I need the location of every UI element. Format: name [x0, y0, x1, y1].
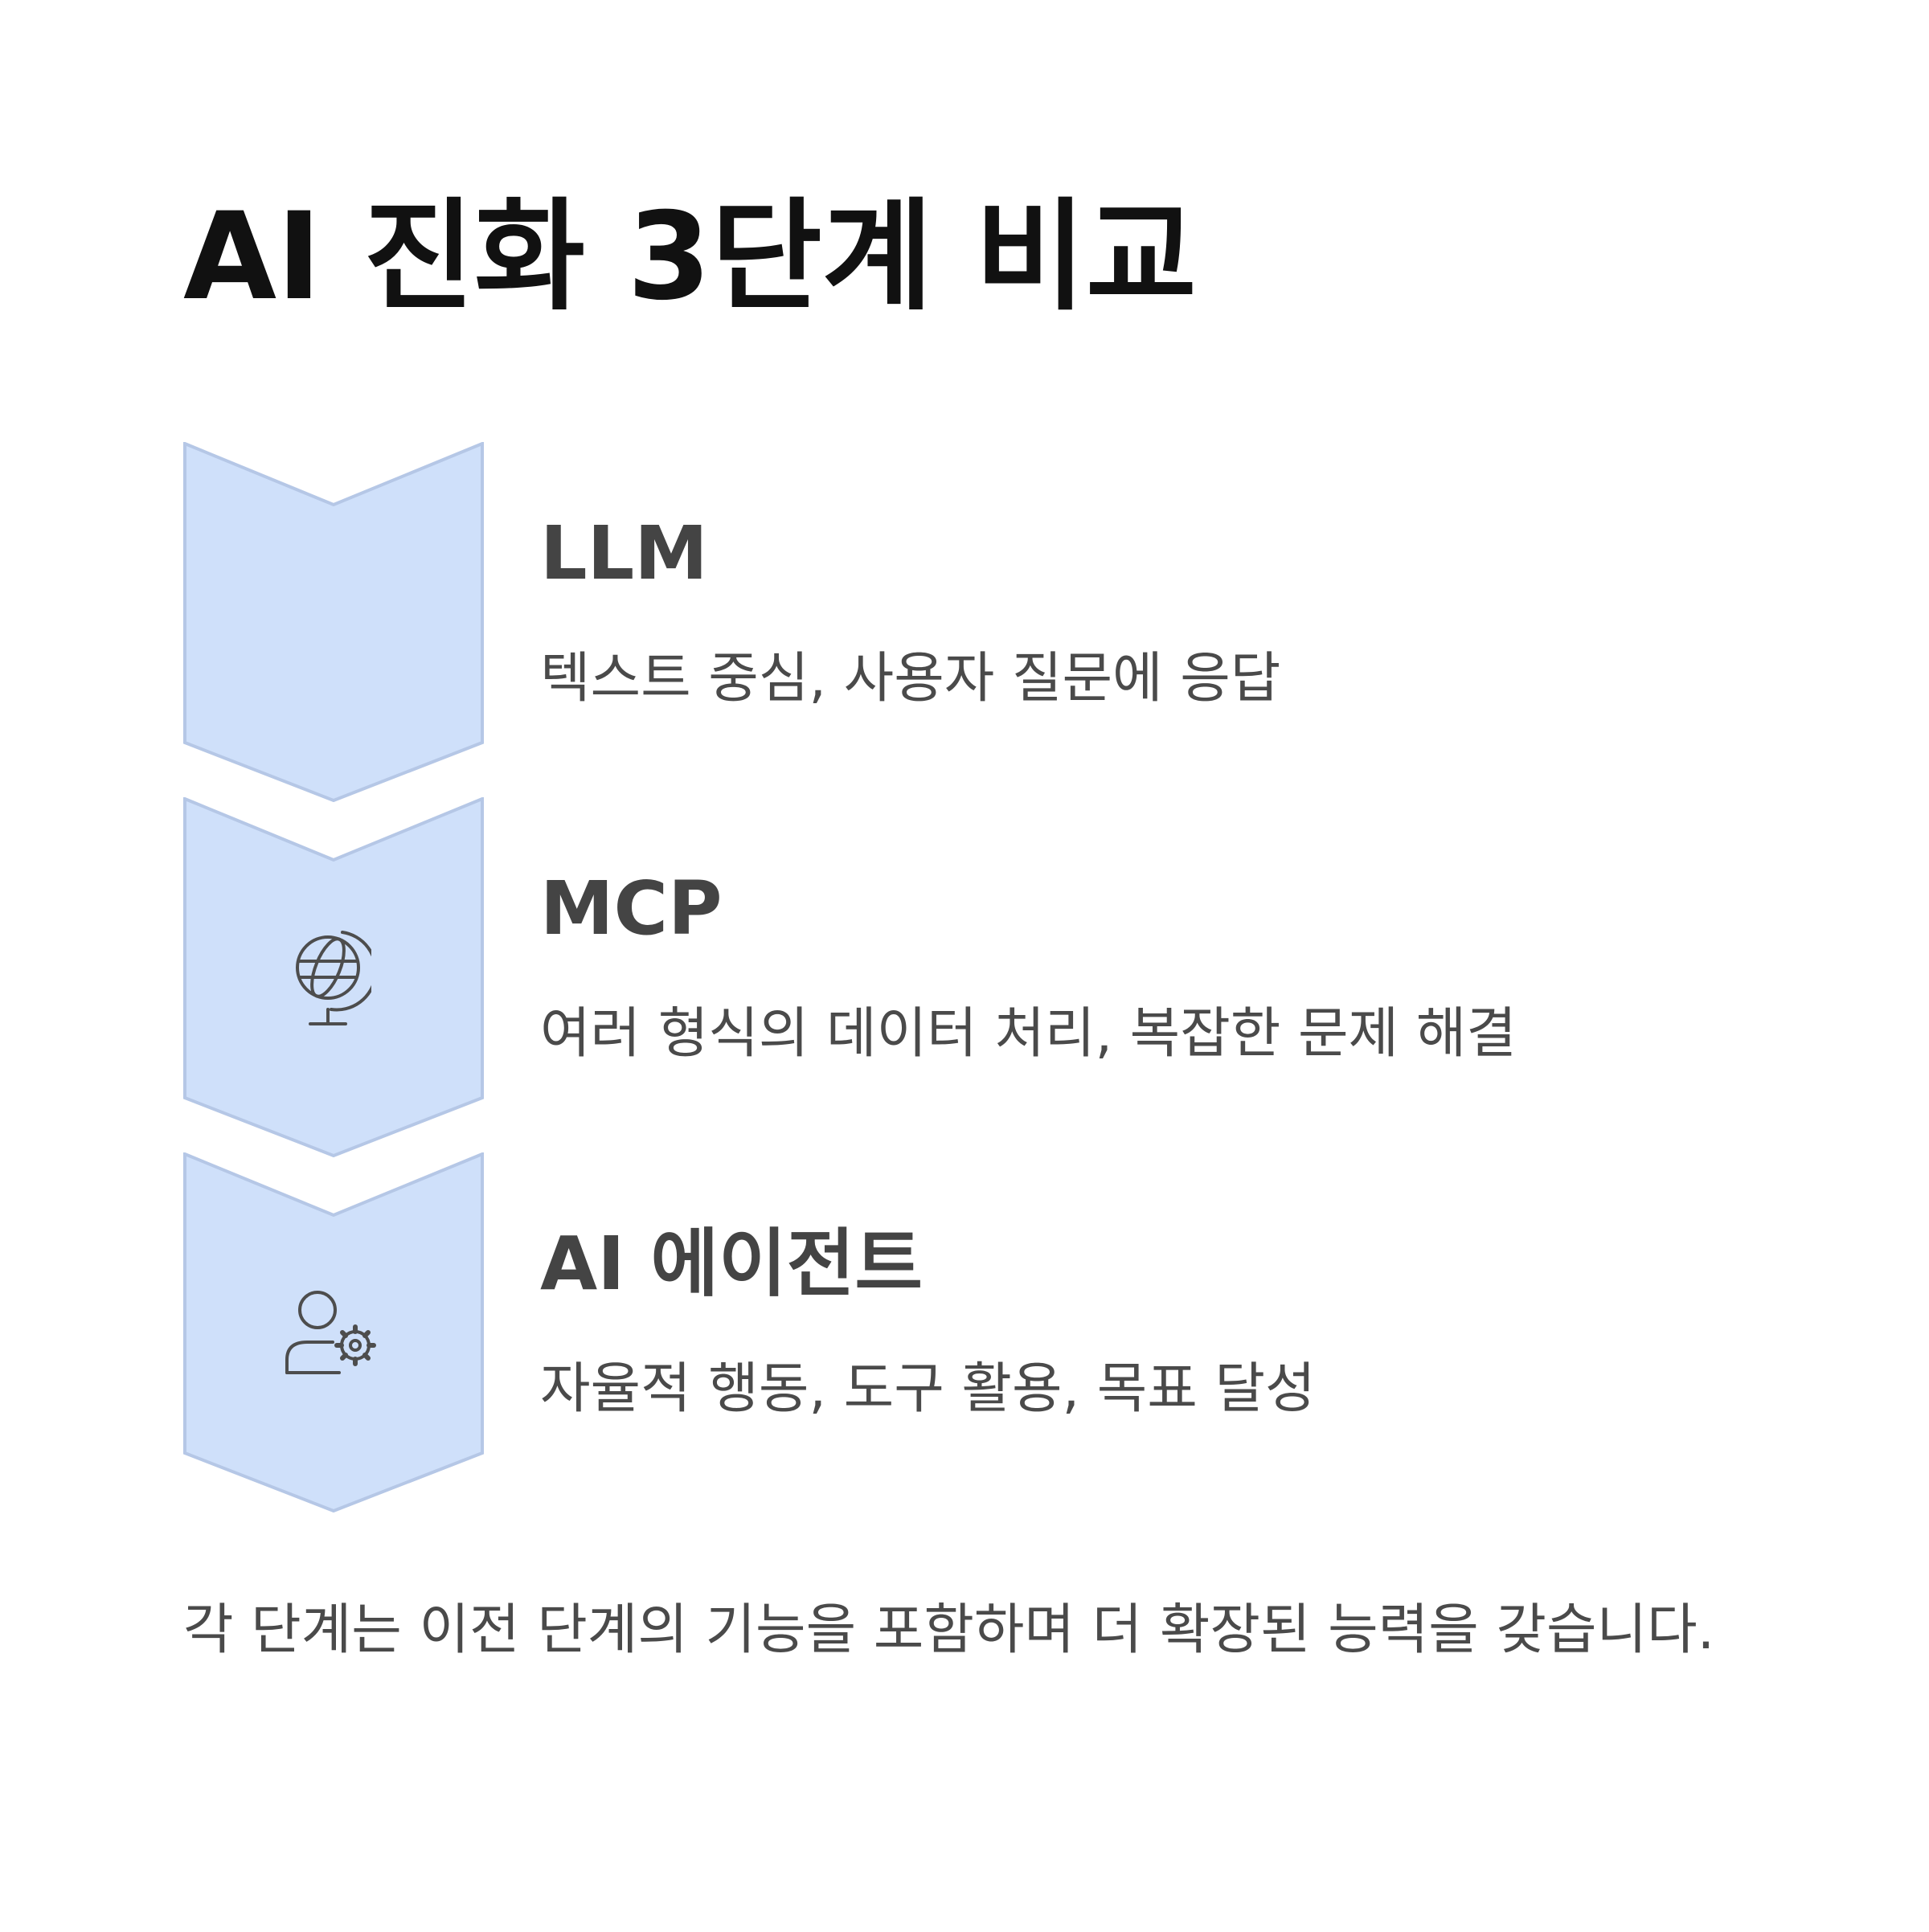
globe-icon: [296, 931, 371, 1025]
step-description-llm: 텍스트 중심, 사용자 질문에 응답: [540, 647, 1281, 710]
step-chevron-ai-agent: [183, 1152, 484, 1512]
summary-text: 각 단계는 이전 단계의 기능을 포함하며 더 확장된 능력을 갖습니다.: [183, 1598, 1715, 1662]
step-description-mcp: 여러 형식의 데이터 처리, 복잡한 문제 해결: [540, 1002, 1517, 1066]
step-label-ai-agent: AI 에이전트: [540, 1221, 924, 1307]
user-gear-icon: [285, 1291, 376, 1374]
page-title: AI 진화 3단계 비교: [183, 187, 1197, 327]
step-label-mcp: MCP: [540, 866, 723, 952]
step-description-ai-agent: 자율적 행동, 도구 활용, 목표 달성: [540, 1357, 1316, 1421]
step-label-llm: LLM: [540, 510, 708, 596]
stage-flow: LLM 텍스트 중심, 사용자 질문에 응답 MCP 여러 형식의 데이터 처리…: [183, 442, 1517, 1512]
step-chevron-llm: [183, 442, 484, 802]
